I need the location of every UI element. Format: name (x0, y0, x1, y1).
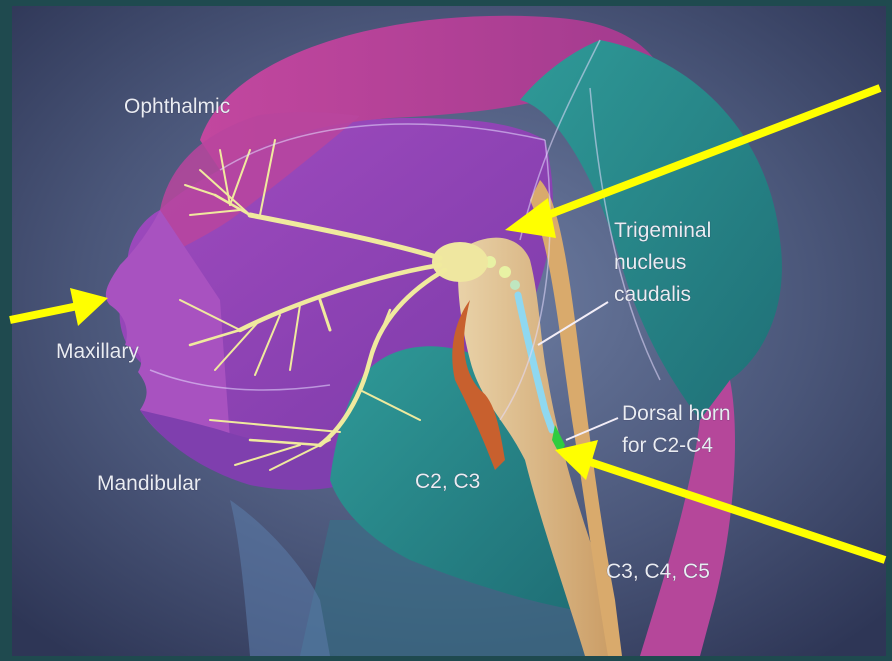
label-dorsal-line2: for C2-C4 (622, 434, 713, 457)
label-ophthalmic: Ophthalmic (124, 95, 230, 118)
label-trigeminal-line2: nucleus (614, 251, 686, 274)
trigeminal-ganglion (432, 242, 488, 282)
label-mandibular: Mandibular (97, 472, 201, 495)
label-c2-c3: C2, C3 (415, 470, 480, 493)
label-trigeminal-line3: caudalis (614, 283, 691, 306)
label-maxillary: Maxillary (56, 340, 139, 363)
label-dorsal-line1: Dorsal horn (622, 402, 731, 425)
label-trigeminal-line1: Trigeminal (614, 219, 711, 242)
label-c3-c4-c5: C3, C4, C5 (606, 560, 710, 583)
